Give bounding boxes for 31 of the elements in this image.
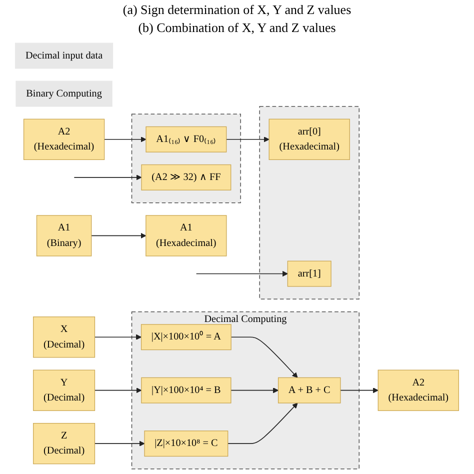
node-box: |Z|×10×10⁸ = C <box>144 430 228 457</box>
arrow <box>196 270 288 277</box>
node-box: A2 (Hexadecimal) <box>378 370 459 411</box>
node-box: A1 (Binary) <box>36 215 92 256</box>
node-box: Z (Decimal) <box>33 422 96 464</box>
cluster <box>131 114 241 204</box>
node-box: X (Decimal) <box>33 316 96 358</box>
node-box: A1 (Hexadecimal) <box>146 215 227 256</box>
node-box: (A2 ≫ 32) ∧ FF <box>141 164 232 190</box>
caption-text: (b) Combination of X, Y and Z values <box>137 20 337 36</box>
caption-text: (a) Sign determination of X, Y and Z values <box>122 2 352 18</box>
node-box: arr[0] (Hexadecimal) <box>268 118 350 160</box>
node-box: A1₍₁₆₎ ∨ F0₍₁₆₎ <box>146 126 227 152</box>
arrow <box>230 336 298 378</box>
node-box: A + B + C <box>278 377 341 404</box>
node-box: |X|×100×10⁰ = A <box>140 324 232 350</box>
arrow <box>227 402 298 444</box>
node-box: Y (Decimal) <box>33 370 96 411</box>
arrow <box>340 388 378 394</box>
arrow <box>94 440 145 446</box>
arrow <box>94 388 142 394</box>
arrow <box>74 174 142 180</box>
node-box: arr[1] <box>287 260 332 287</box>
node-box: |Y|×100×10⁴ = B <box>141 377 232 404</box>
arrow <box>90 232 146 238</box>
arrow <box>104 136 146 142</box>
node-box: A2 (Hexadecimal) <box>23 118 105 160</box>
arrow <box>94 334 142 340</box>
arrow <box>230 388 279 394</box>
cluster <box>259 106 360 300</box>
arrow <box>226 136 270 142</box>
